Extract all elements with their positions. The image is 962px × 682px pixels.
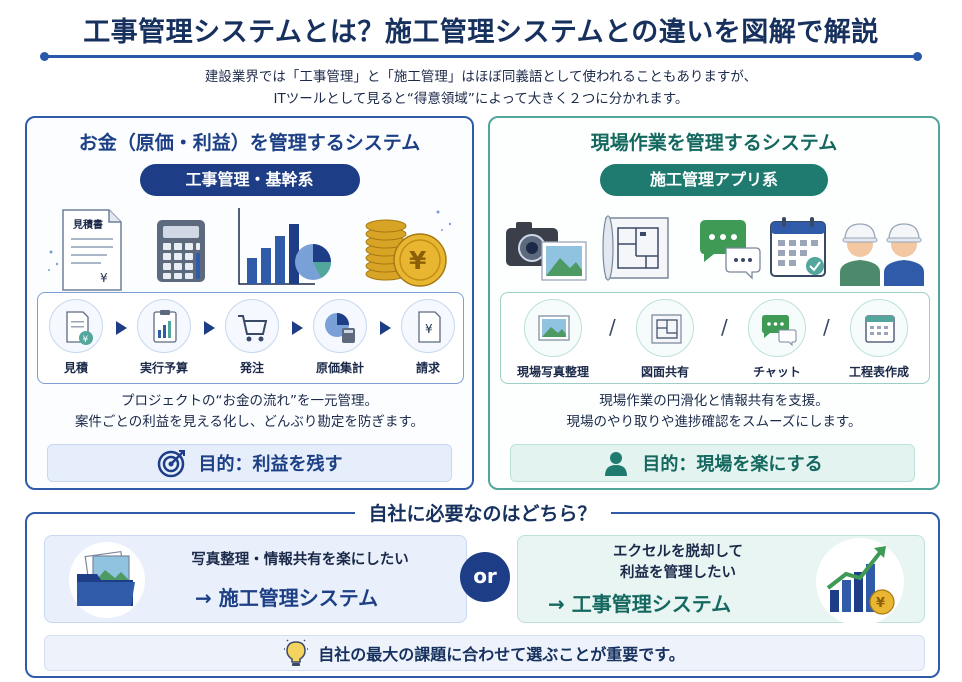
step-label: 現場写真整理 [517,365,590,379]
panel-heading: 現場作業を管理するシステム [590,132,838,154]
category-pill: 工事管理・基幹系 [139,164,360,196]
option-construction-app: 写真整理・情報共有を楽にしたい → 施工管理システム [44,535,467,623]
arrow-right-icon [116,321,127,335]
calculator-icon [155,218,207,288]
step-label: 発注 [239,361,264,375]
page-title: 工事管理システムとは？施工管理システムとの違いを図解で解説 [83,17,879,48]
panel-description: プロジェクトの“お金の流れ”を一元管理。 案件ごとの利益を見える化し、どんぶり勘… [74,393,425,430]
option-need: 写真整理・情報共有を楽にしたい [191,552,409,568]
arrow-right-icon [292,321,303,335]
decision-section: 自社に必要なのはどちら？ 写真整理・情報共有を楽にしたい → 施工管理システム … [25,499,940,678]
site-management-panel: 現場作業を管理するシステム 施工管理アプリ系 [488,116,940,490]
option-result: → 工事管理システム [548,592,732,616]
yen-mark: ¥ [100,271,108,285]
intro-text: 建設業界では「工事管理」と「施工管理」はほぼ同義語として使われることもありますが… [0,66,962,110]
intro-line-1: 建設業界では「工事管理」と「施工管理」はほぼ同義語として使われることもありますが… [204,69,758,85]
goal-text: 目的：現場を楽にする [642,454,823,475]
lightbulb-icon [284,639,309,666]
step-invoice: ¥ 請求 [394,299,462,376]
option-need: エクセルを脱却して 利益を管理したい [612,544,744,581]
estimate-document-icon: 見積書 ¥ [45,204,127,298]
calendar-small-icon [850,299,908,357]
document-yen-icon: ¥ [49,299,103,353]
or-badge: or [460,552,510,602]
separator: / [609,315,616,339]
target-icon [157,450,185,478]
icon-row: 見積書 ¥ [27,204,472,294]
category-pill: 施工管理アプリ系 [600,164,828,196]
svg-text:¥: ¥ [425,322,433,336]
advice-banner: 自社の最大の課題に合わせて選ぶことが重要です。 [44,635,925,671]
goal-banner: 目的：利益を残す [47,444,452,482]
step-label: 原価集計 [315,361,364,375]
panel-description: 現場作業の円滑化と情報共有を支援。 現場のやり取りや進捗確認をスムーズにします。 [566,393,862,430]
arrow-right-icon [204,321,215,335]
separator: / [721,315,728,339]
step-chat: チャット [741,299,813,380]
workers-icon [834,212,930,290]
svg-text:¥: ¥ [876,596,885,611]
photo-folder-icon [65,540,149,624]
advice-text: 自社の最大の課題に合わせて選ぶことが重要です。 [318,645,685,664]
step-label: 工程表作成 [848,365,909,379]
camera-icon [502,214,592,290]
step-label: 請求 [415,361,440,375]
person-icon [605,452,628,476]
step-budget: 実行予算 [130,299,198,376]
calendar-icon [768,214,830,284]
money-management-panel: お金（原価・利益）を管理するシステム 工事管理・基幹系 見積書 ¥ [25,116,474,490]
goal-banner: 目的：現場を楽にする [510,444,915,482]
step-label: チャット [753,365,801,379]
blueprint-small-icon [636,299,694,357]
step-label: 見積 [63,361,88,375]
growth-chart-icon: ¥ [810,528,910,634]
step-order: 発注 [218,299,286,376]
section-heading: 自社に必要なのはどちら？ [354,499,611,526]
pie-calculator-icon [313,299,367,353]
shopping-cart-icon [225,299,279,353]
title-underline [40,52,922,61]
separator: / [823,315,830,339]
photo-icon [524,299,582,357]
money-flow: ¥ 見積 実行予算 発注 原価集計 ¥ [37,292,464,384]
panel-heading: お金（原価・利益）を管理するシステム [78,132,421,154]
option-construction-management: エクセルを脱却して 利益を管理したい → 工事管理システム ¥ [517,535,925,626]
bar-chart-icon [235,204,335,292]
coins-icon: ¥ [360,208,460,294]
site-feature-flow: 現場写真整理 / 図面共有 / チャット / 工程表作成 [500,292,930,384]
intro-line-2: ITツールとして見ると“得意領域”によって大きく２つに分かれます。 [273,91,689,107]
step-label: 図面共有 [640,365,689,379]
step-cost-total: 原価集計 [306,299,374,376]
arrow-right-icon [380,321,391,335]
icon-row [490,204,938,294]
estimate-doc-title: 見積書 [72,218,103,231]
goal-text: 目的：利益を残す [198,454,343,475]
clipboard-chart-icon [137,299,191,353]
invoice-icon: ¥ [401,299,455,353]
step-estimate: ¥ 見積 [42,299,110,376]
chat-small-icon [748,299,806,357]
svg-text:¥: ¥ [83,335,89,345]
option-result: → 施工管理システム [195,586,379,610]
chat-icon [696,214,764,284]
step-drawing: 図面共有 [629,299,701,380]
coin-yen: ¥ [409,246,427,275]
step-label: 実行予算 [139,361,188,375]
blueprint-icon [600,210,678,290]
step-photo: 現場写真整理 [517,299,589,380]
step-schedule: 工程表作成 [843,299,915,380]
